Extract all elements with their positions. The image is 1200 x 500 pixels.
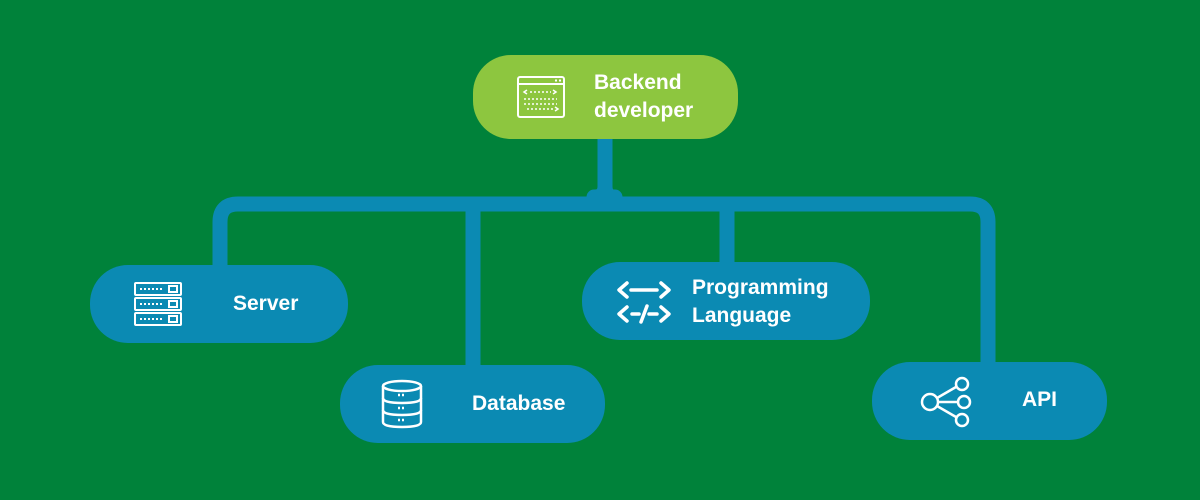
api-node: API: [872, 362, 1107, 440]
database-label: Database: [472, 392, 566, 415]
programming-language-node: Programming Language: [582, 262, 870, 340]
backend-developer-node: Backend developer: [473, 55, 738, 139]
programming-language-label: Programming Language: [692, 276, 829, 327]
backend-developer-label: Backend developer: [594, 71, 694, 122]
code-brackets-icon: [614, 274, 674, 330]
database-icon: [374, 377, 430, 431]
server-node: Server: [90, 265, 348, 343]
connector-horizontal-bar: [212, 196, 996, 362]
api-label: API: [1022, 388, 1058, 411]
server-rack-icon: [130, 278, 186, 330]
connector-root-stem: [586, 135, 623, 205]
share-network-icon: [916, 374, 976, 430]
code-window-icon: [513, 69, 569, 125]
server-label: Server: [233, 292, 299, 315]
database-node: Database: [340, 365, 605, 443]
